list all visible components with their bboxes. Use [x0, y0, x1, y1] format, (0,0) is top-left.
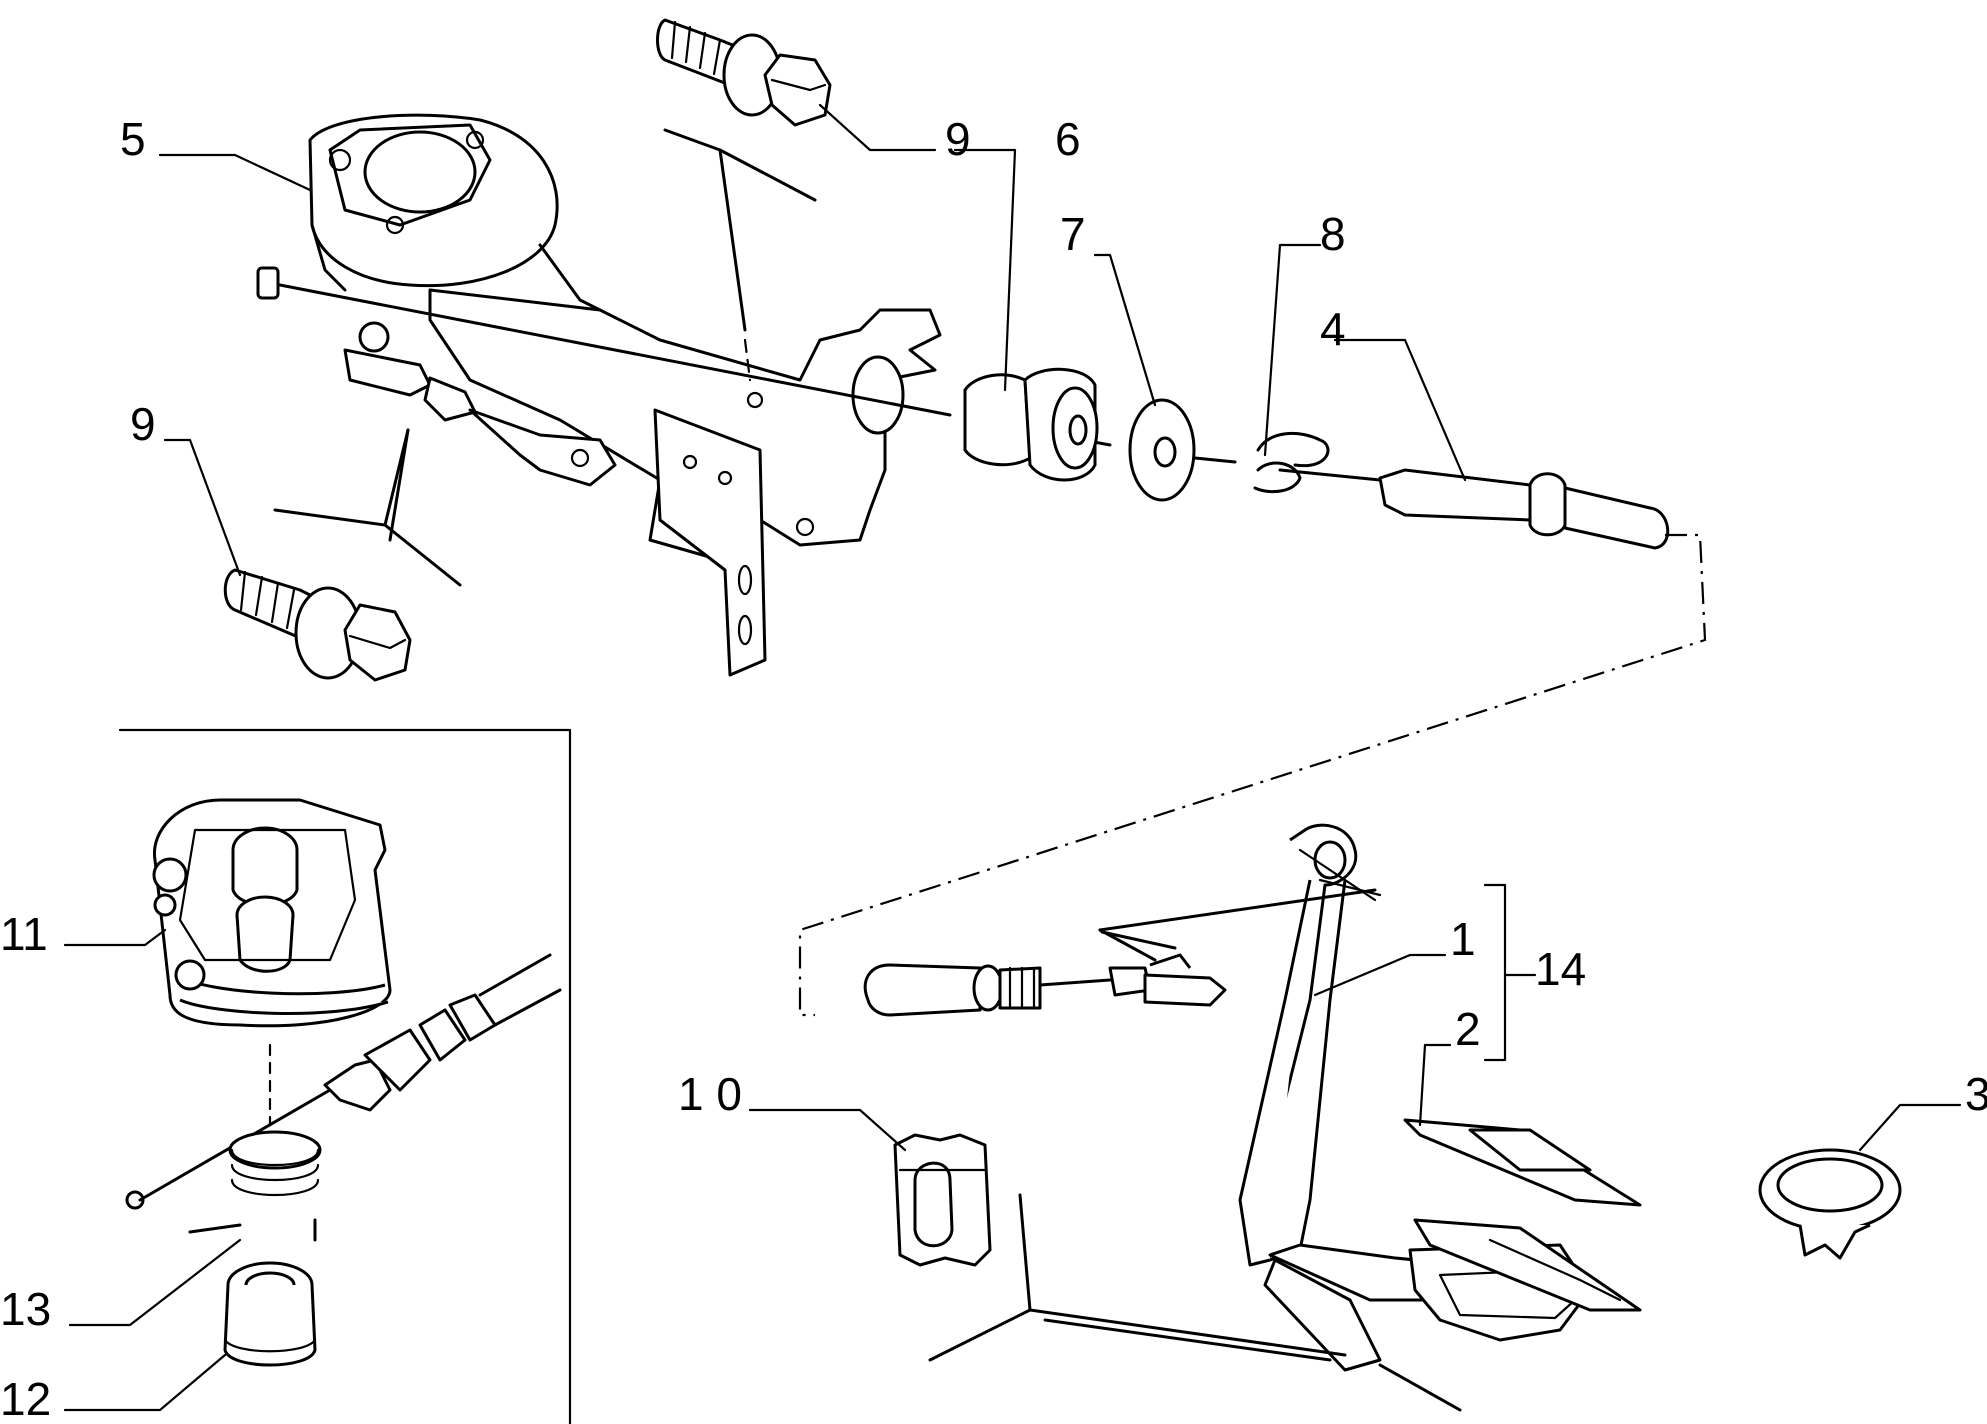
- label-6: 6: [1055, 113, 1081, 165]
- alignment-lines-top: [273, 128, 817, 587]
- part-7-washer: [1128, 398, 1196, 502]
- label-5: 5: [120, 113, 146, 165]
- leader-lines-lower-right: [748, 953, 1962, 1152]
- part-8-clip: [1253, 431, 1330, 494]
- inset-cable: [125, 953, 562, 1210]
- label-14: 14: [1535, 943, 1586, 995]
- label-13: 13: [0, 1283, 51, 1335]
- part-9-bolt-top: [656, 18, 832, 127]
- label-8: 8: [1320, 208, 1346, 260]
- part-5-housing: [308, 113, 602, 312]
- cable-end: [863, 953, 1227, 1017]
- brace-14: [1483, 883, 1537, 1062]
- alignment-lines-bottom: [928, 1193, 1462, 1412]
- label-9-top: 9: [945, 113, 971, 165]
- label-1: 1: [1450, 913, 1476, 965]
- leader-lines-top: [158, 103, 1467, 577]
- part-1-pedal-arm: [1098, 823, 1592, 1372]
- connection-line: [798, 533, 1707, 1017]
- labels: 5 6 7 8 4 9 9 1 2 3 14 1 0 11 13 12: [0, 113, 1987, 1424]
- part-4-sleeve: [1378, 468, 1670, 550]
- part-12-bushing: [223, 1261, 317, 1367]
- part-9-bolt-left: [223, 568, 412, 682]
- label-11: 11: [0, 908, 48, 960]
- part-11-mechanism: [152, 798, 392, 1028]
- part-2-pedal-pads: [1403, 1118, 1642, 1312]
- bracket: [428, 288, 942, 677]
- label-7: 7: [1060, 208, 1086, 260]
- label-2: 2: [1455, 1003, 1481, 1055]
- label-12: 12: [0, 1373, 51, 1424]
- label-4: 4: [1320, 303, 1346, 355]
- part-3-cap: [1758, 1148, 1902, 1260]
- label-9-left: 9: [130, 398, 156, 450]
- leader-lines-inset: [63, 928, 242, 1412]
- label-3: 3: [1965, 1068, 1987, 1120]
- linkage-rod: [343, 321, 617, 487]
- part-13-spring: [188, 1130, 322, 1242]
- part-6-grommet: [963, 367, 1099, 482]
- label-10: 1 0: [678, 1068, 742, 1120]
- part-10-clip: [893, 1133, 992, 1267]
- inset-frame: [118, 728, 572, 1424]
